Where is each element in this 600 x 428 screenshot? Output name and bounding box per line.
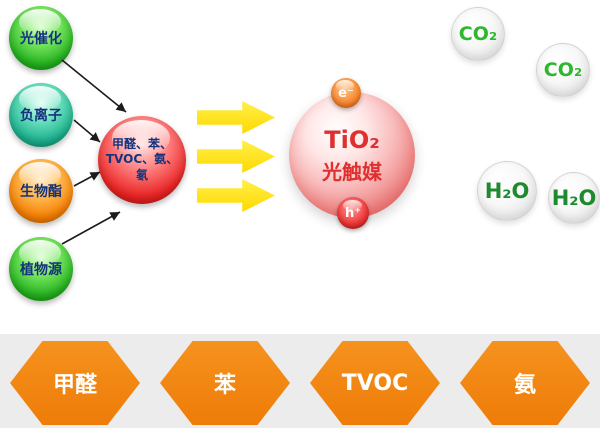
yellow-arrow <box>197 101 275 134</box>
co2-bubble: CO₂ <box>451 7 505 61</box>
h2o-bubble: H₂O <box>548 172 600 224</box>
factor-label: 植物源 <box>20 262 62 278</box>
hole-sphere: h⁺ <box>337 197 369 229</box>
h2o-bubble: H₂O <box>477 161 537 221</box>
factor-label: 负离子 <box>20 108 62 124</box>
pollutant-mixture-label: 甲醛、苯、 TVOC、氨、 氡 <box>106 137 178 184</box>
hole-label: h⁺ <box>344 205 362 221</box>
pollutant-line-2: TVOC、氨、 <box>105 152 179 167</box>
factor-sphere-plant-source: 植物源 <box>9 237 73 301</box>
hexagon-label: TVOC <box>341 370 409 396</box>
catalyst-name: 光触媒 <box>322 159 382 184</box>
factor-sphere-negative-ion: 负离子 <box>9 83 73 147</box>
hexagon-label: 苯 <box>213 373 236 398</box>
h2o-label: H₂O <box>551 186 597 210</box>
co2-label: CO₂ <box>458 23 498 45</box>
electron-label: e⁻ <box>338 85 354 101</box>
hexagon-label: 氨 <box>513 373 536 398</box>
pollutant-line-3: 氡 <box>135 167 148 182</box>
co2-bubble: CO₂ <box>536 43 590 97</box>
factor-label: 光催化 <box>20 31 62 47</box>
yellow-arrow <box>197 179 275 212</box>
factor-label: 生物酯 <box>20 184 62 200</box>
factor-sphere-photocatalysis: 光催化 <box>9 6 73 70</box>
h2o-label: H₂O <box>484 179 530 203</box>
catalyst-formula: TiO₂ <box>324 125 380 154</box>
yellow-arrow <box>197 140 275 173</box>
factor-sphere-bio-ester: 生物酯 <box>9 159 73 223</box>
pollutant-line-1: 甲醛、苯、 <box>111 136 172 151</box>
pollutant-mixture-sphere: 甲醛、苯、 TVOC、氨、 氡 <box>98 116 186 204</box>
electron-sphere: e⁻ <box>331 78 361 108</box>
hexagon-label: 甲醛 <box>52 373 97 398</box>
co2-label: CO₂ <box>543 59 583 81</box>
